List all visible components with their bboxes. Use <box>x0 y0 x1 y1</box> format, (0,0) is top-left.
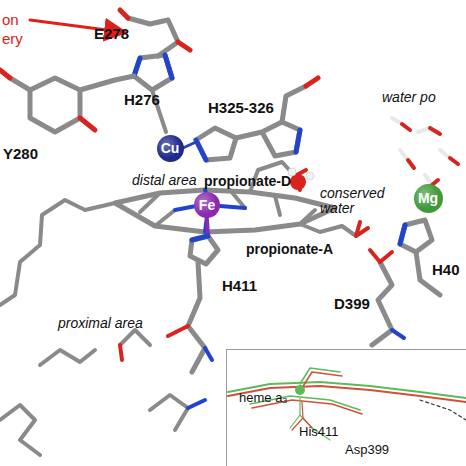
inset-label: heme a₃ <box>239 390 288 405</box>
residue-label: H325-326 <box>208 100 274 117</box>
atom-symbol: Cu <box>161 140 180 156</box>
inset-label: His411 <box>299 424 339 439</box>
residue-label: water po <box>382 90 436 105</box>
residue-label: H276 <box>124 92 160 109</box>
residue-label: ery <box>2 31 23 48</box>
inset-label: Asp399 <box>345 442 389 457</box>
residue-label: H411 <box>222 278 257 295</box>
residue-label: proximal area <box>58 316 143 331</box>
atom-symbol: Fe <box>199 197 215 213</box>
residue-label: H40 <box>432 262 460 279</box>
residue-label: Y280 <box>3 146 38 163</box>
residue-label: E278 <box>94 26 129 43</box>
metal-atom: Mg <box>414 184 443 213</box>
atom-symbol: Mg <box>418 190 438 206</box>
metal-atom: Cu <box>157 135 184 162</box>
residue-label: on <box>2 12 19 29</box>
inset-panel: heme a₃ His411Asp399 <box>226 349 466 466</box>
residue-label: propionate-D <box>204 174 291 189</box>
metal-atom: Fe <box>194 192 220 218</box>
residue-label: distal area <box>132 173 197 188</box>
residue-label: propionate-A <box>246 242 333 257</box>
residue-label: conserved water <box>320 186 400 217</box>
residue-label: D399 <box>334 296 370 313</box>
